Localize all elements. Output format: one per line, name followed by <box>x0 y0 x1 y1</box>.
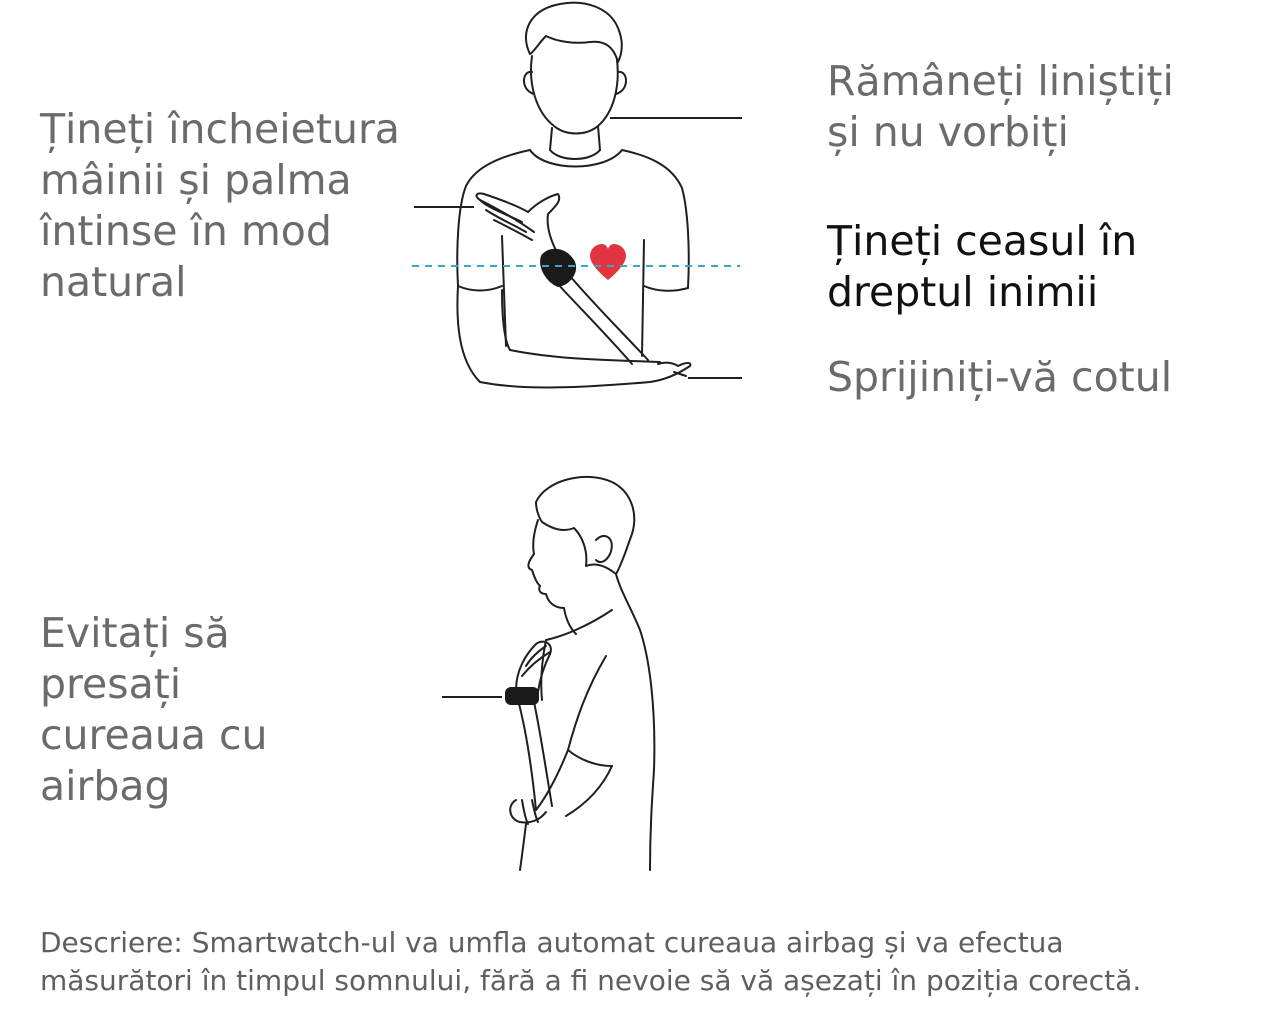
torso-right <box>641 239 645 357</box>
watch-icon <box>505 687 539 705</box>
sleeve <box>567 655 613 767</box>
label-stay-calm: Rămâneți liniștiți și nu vorbiți <box>827 57 1174 156</box>
shirt-front <box>540 639 547 701</box>
finger-1 <box>525 645 547 667</box>
neck-left <box>549 127 553 151</box>
left-arm-inner <box>501 289 511 351</box>
collar <box>529 149 623 168</box>
neck-right <box>597 125 601 151</box>
face <box>530 55 619 135</box>
finger-1 <box>479 199 523 223</box>
upper-arm-back <box>565 765 613 817</box>
right-sleeve-hem <box>643 285 689 292</box>
finger-3 <box>493 219 533 241</box>
label-heart-level: Țineți ceasul în dreptul inimii <box>827 217 1138 316</box>
raised-forearm-outer <box>569 275 649 361</box>
thumb <box>527 193 561 259</box>
upper-arm <box>535 749 569 811</box>
face-profile <box>527 519 565 609</box>
forearm-inner <box>533 701 553 807</box>
hair <box>535 475 636 575</box>
support-thumb <box>673 371 687 377</box>
forearm-lower <box>479 381 651 389</box>
collar-inner <box>549 149 601 160</box>
right-shoulder <box>621 149 690 289</box>
elbow-hand <box>509 799 547 824</box>
finger-2 <box>521 651 551 677</box>
forearm-upper <box>509 349 661 363</box>
description-text: Descriere: Smartwatch-ul va umfla automa… <box>40 926 1142 997</box>
left-sleeve-hem <box>457 285 503 292</box>
ear <box>595 535 613 563</box>
body-front <box>519 823 527 871</box>
hand <box>515 640 552 693</box>
label-avoid-airbag: Evitați să presați cureaua cu airbag <box>40 609 268 810</box>
label-support-elbow: Sprijiniți-vă cotul <box>827 353 1173 401</box>
right-ear <box>615 70 627 95</box>
torso-left <box>501 235 507 347</box>
front-person-illustration <box>412 1 742 389</box>
back <box>615 573 656 871</box>
support-hand <box>649 361 692 383</box>
side-person-illustration <box>442 475 656 871</box>
forearm-outer <box>517 699 537 811</box>
elbow-fingers <box>521 799 539 825</box>
left-arm-outer <box>456 285 481 383</box>
left-shoulder <box>456 149 531 287</box>
finger-2 <box>485 209 527 233</box>
raised-forearm-inner <box>555 281 633 365</box>
label-wrist-palm: Țineți încheietura mâinii și palma întin… <box>40 105 400 306</box>
neck-front <box>563 607 577 635</box>
left-ear <box>523 70 535 95</box>
watch-icon <box>540 248 576 288</box>
collar <box>545 609 613 641</box>
hair <box>525 1 623 63</box>
heart-icon <box>590 244 626 280</box>
